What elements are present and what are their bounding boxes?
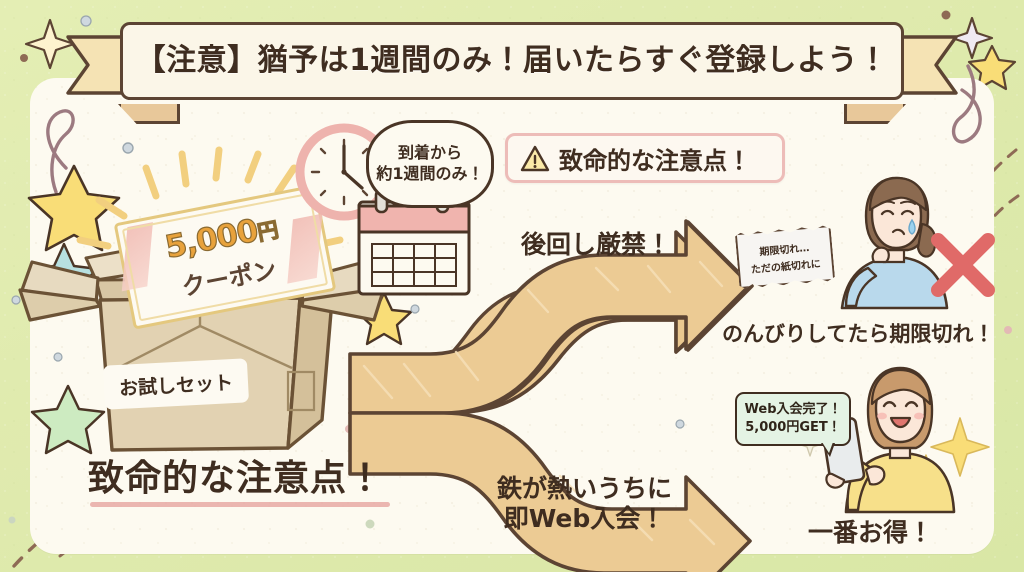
expired-ticket: 期限切れ… ただの紙切れに [735,225,836,289]
expired-ticket-text: 期限切れ… ただの紙切れに [735,225,836,289]
web-join-line-1: Web入会完了！ [744,402,842,418]
coupon-currency: 円 [255,217,280,246]
warning-triangle-icon [520,145,550,171]
web-join-bubble: Web入会完了！ 5,000円GET！ [735,392,851,457]
caption-act-now-line-1: 鉄が熱いうちに [497,474,673,503]
web-join-bubble-tail-fill [822,442,833,453]
caption-act-now-line-2: 即Web入会！ [503,503,666,533]
clock-bubble-line-2: 約1週間のみ！ [376,164,484,183]
banner-plate: 【注意】猶予は1週間のみ！届いたらすぐ登録しよう！ [120,22,904,100]
result-expired: のんびりしてたら期限切れ！ [722,322,995,349]
box-label-text: お試しセット [118,371,234,400]
result-best-deal: 一番お得！ [808,518,934,549]
expired-ticket-line-1: 期限切れ… [759,242,810,259]
clock-speech-bubble: 到着から 約1週間のみ！ [366,120,494,208]
web-join-line-2: 5,000円GET！ [745,420,841,435]
caption-act-now: 鉄が熱いうちに 即Web入会！ [497,474,672,533]
clock-bubble-line-1: 到着から [397,143,462,163]
headline-fatal-warning: 致命的な注意点！ [88,458,391,509]
caption-no-delay: 後回し厳禁！ [521,230,672,259]
warning-badge-label: 致命的な注意点！ [559,146,751,175]
banner-title: 【注意】猶予は1週間のみ！届いたらすぐ登録しよう！ [135,43,889,78]
warning-badge: 致命的な注意点！ [505,133,785,183]
box-label: お試しセット [102,358,250,410]
banner-ribbon: 【注意】猶予は1週間のみ！届いたらすぐ登録しよう！ [58,14,966,124]
